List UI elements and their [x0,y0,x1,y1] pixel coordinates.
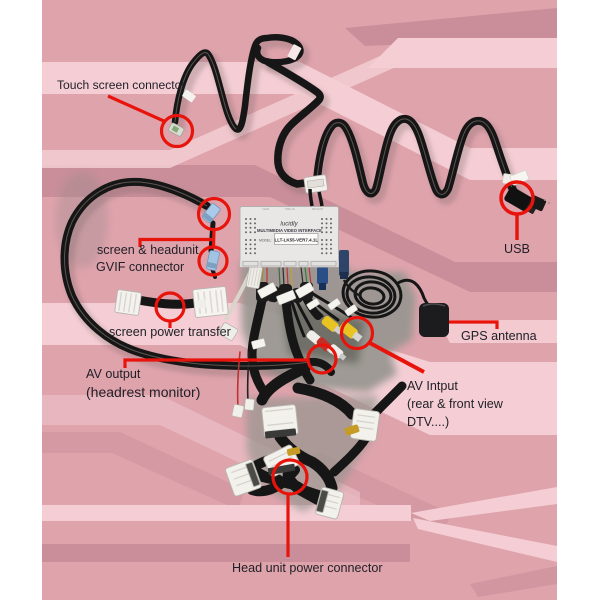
svg-text:CAM1: CAM1 [262,207,270,211]
svg-text:screen & headunit: screen & headunit [97,243,199,257]
svg-text:MULTIMEDIA VIDEO INTERFACE: MULTIMEDIA VIDEO INTERFACE [257,228,322,233]
svg-text:(headrest monitor): (headrest monitor) [86,384,200,400]
svg-text:AV Intput: AV Intput [407,379,458,393]
svg-text:MODEL:: MODEL: [259,239,272,243]
svg-text:DTV....): DTV....) [407,415,449,429]
svg-text:WIFI/ANT: WIFI/ANT [312,207,324,211]
svg-text:screen power transfer: screen power transfer [109,325,231,339]
svg-text:GVIF connector: GVIF connector [96,260,184,274]
svg-text:USB: USB [504,242,530,256]
svg-text:GPS antenna: GPS antenna [461,329,537,343]
svg-text:Touch screen connector: Touch screen connector [57,78,185,92]
svg-text:lucidly: lucidly [280,221,298,228]
svg-text:LLT-LK55-VER7.4.1L: LLT-LK55-VER7.4.1L [274,237,318,242]
svg-text:(rear & front view: (rear & front view [407,397,504,411]
svg-text:TRIG-IN: TRIG-IN [285,207,295,211]
svg-text:Head unit power connector: Head unit power connector [232,561,383,575]
svg-text:AV output: AV output [86,367,141,381]
